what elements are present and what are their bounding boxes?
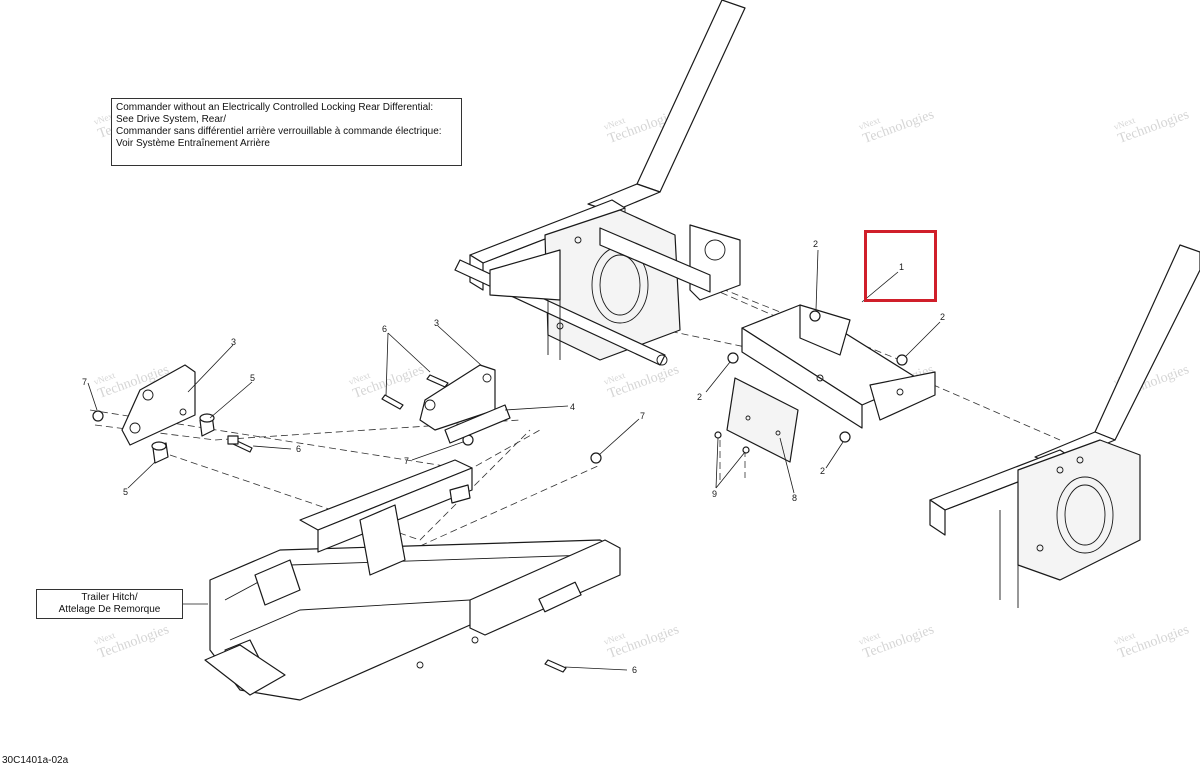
callout-6: 6 xyxy=(632,665,637,675)
callout-5: 5 xyxy=(123,487,128,497)
callout-7: 7 xyxy=(404,456,409,466)
note-line: Commander without an Electrically Contro… xyxy=(116,102,434,113)
callout-2: 2 xyxy=(940,312,945,322)
callout-6: 6 xyxy=(382,324,387,334)
bracket-right xyxy=(419,364,511,444)
callout-numbers: 1 2 2 2 2 3 3 4 5 5 6 6 6 7 7 7 8 9 xyxy=(82,239,945,675)
callout-1: 1 xyxy=(899,262,904,272)
callout-8: 8 xyxy=(792,493,797,503)
callout-2: 2 xyxy=(820,466,825,476)
callout-leaders xyxy=(87,249,941,671)
note-line: Attelage De Remorque xyxy=(58,604,161,615)
highlight-box xyxy=(864,230,937,302)
callout-6: 6 xyxy=(296,444,301,454)
callout-4: 4 xyxy=(570,402,575,412)
plate xyxy=(726,377,799,463)
right-frame xyxy=(929,244,1200,608)
note-line: Voir Système Entraînement Arrière xyxy=(116,138,270,149)
callout-2: 2 xyxy=(813,239,818,249)
note-rear-drive: Commander without an Electrically Contro… xyxy=(111,98,462,166)
note-trailer-hitch: Trailer Hitch/ Attelage De Remorque xyxy=(36,589,183,619)
cross-member xyxy=(741,304,936,429)
note-line: Trailer Hitch/ xyxy=(81,592,138,603)
callout-3: 3 xyxy=(231,337,236,347)
callout-3: 3 xyxy=(434,318,439,328)
callout-2: 2 xyxy=(697,392,702,402)
callout-5: 5 xyxy=(250,373,255,383)
trailer-hitch xyxy=(204,459,621,701)
bracket-left xyxy=(121,364,196,446)
spacers-bolts xyxy=(151,374,567,673)
rear-frame xyxy=(454,0,746,366)
callout-7: 7 xyxy=(640,411,645,421)
diagram-code: 30C1401a-02a xyxy=(2,755,69,766)
callout-9: 9 xyxy=(712,489,717,499)
nuts xyxy=(92,310,908,464)
note-line: Commander sans différentiel arrière verr… xyxy=(116,126,442,137)
note-line: See Drive System, Rear/ xyxy=(116,114,227,125)
callout-7: 7 xyxy=(82,377,87,387)
